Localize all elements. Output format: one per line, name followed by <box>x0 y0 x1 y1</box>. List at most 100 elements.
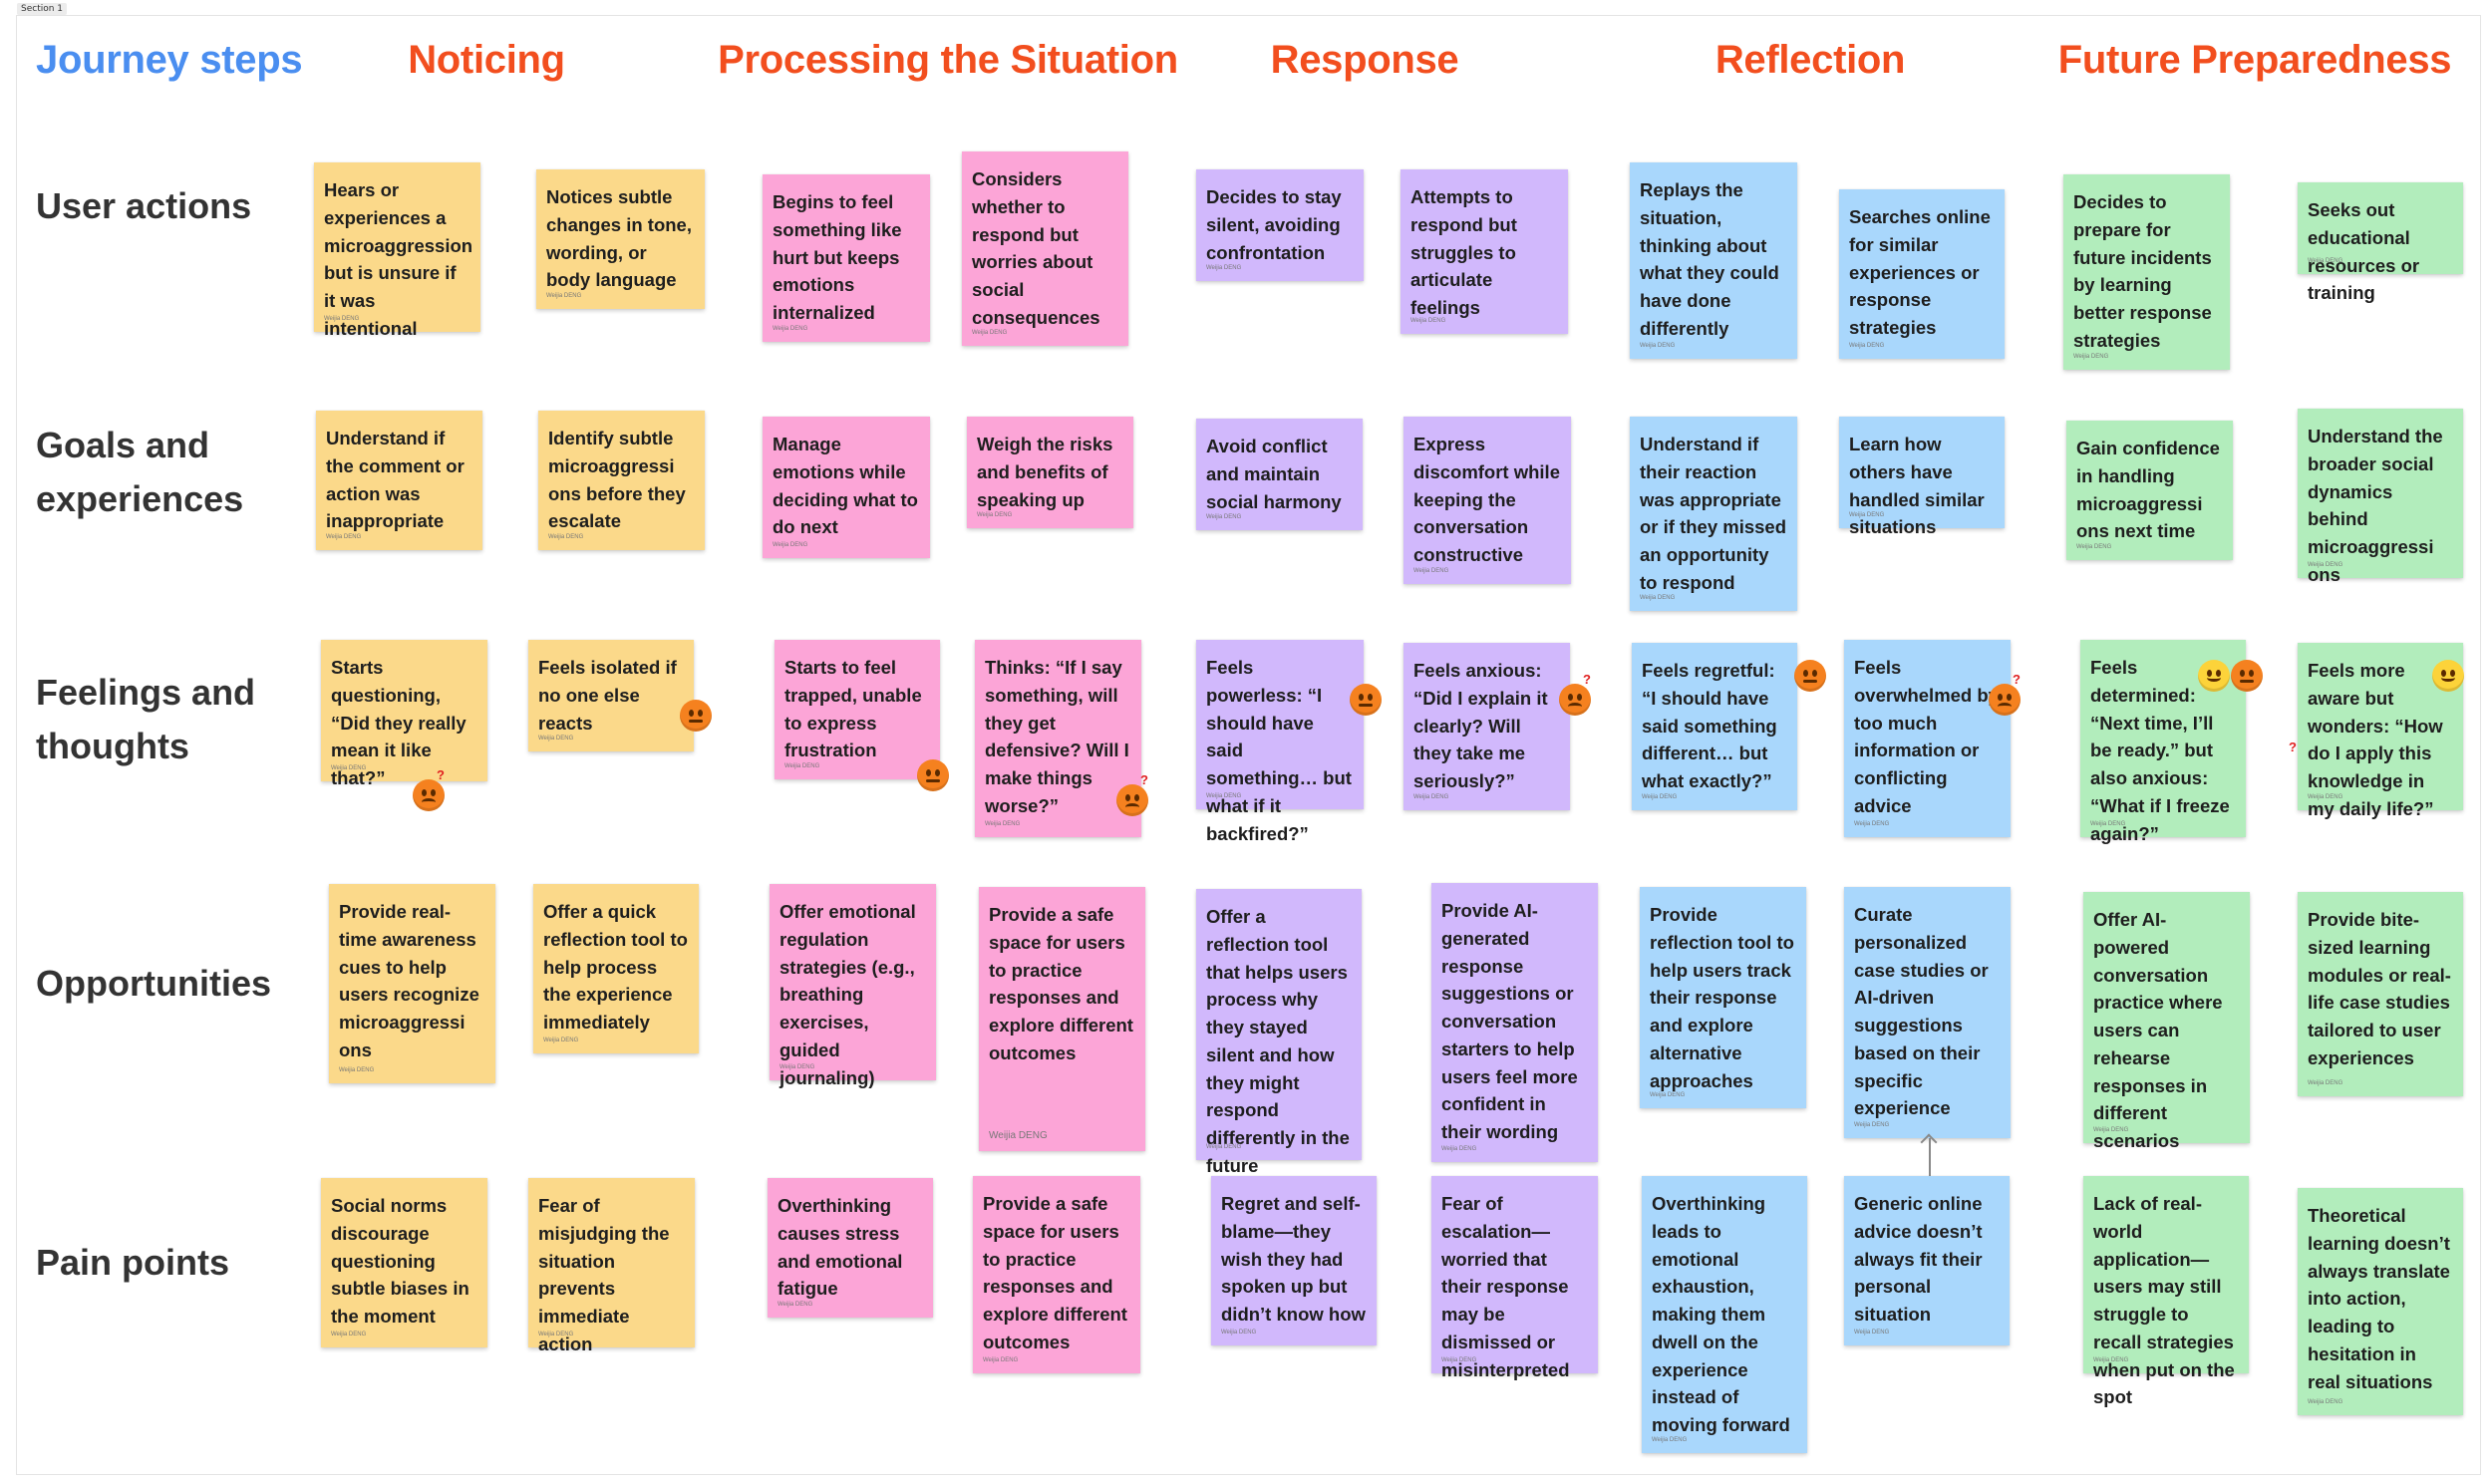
sticky-note[interactable]: Offer emotional regulation strategies (e… <box>770 884 936 1088</box>
sticky-note[interactable]: Provide AI-generated response suggestion… <box>1431 883 1598 1162</box>
sticky-note[interactable]: Fear of misjudging the situation prevent… <box>528 1178 695 1354</box>
neutral-face-emoji-icon[interactable] <box>2231 660 2263 692</box>
sticky-note[interactable]: Decides to stay silent, avoiding confron… <box>1196 169 1364 281</box>
sticky-note[interactable]: Lack of real-world application—users may… <box>2083 1176 2249 1407</box>
sticky-note-text: Attempts to respond but struggles to art… <box>1410 186 1517 318</box>
phase-header-future-preparedness: Future Preparedness <box>2057 38 2452 82</box>
sticky-note[interactable]: Searches online for similar experiences … <box>1839 189 2005 359</box>
frown-emoji-icon[interactable]: ? <box>1989 672 2021 716</box>
sticky-note[interactable]: Feels overwhelmed by too much informatio… <box>1844 640 2011 837</box>
sticky-note[interactable]: Decides to prepare for future incidents … <box>2063 174 2230 370</box>
sticky-note[interactable]: Generic online advice doesn’t always fit… <box>1844 1176 2010 1345</box>
section-label[interactable]: Section 1 <box>17 3 68 15</box>
row-header-user-actions: User actions <box>36 185 252 226</box>
sticky-note-text: Feels overwhelmed by too much informatio… <box>1854 657 1999 816</box>
sticky-note-text: Considers whether to respond but worries… <box>972 168 1100 328</box>
sticky-note[interactable]: Feels anxious: “Did I explain it clearly… <box>1403 643 1570 810</box>
sticky-note-text: Feels isolated if no one else reacts <box>538 657 677 734</box>
sticky-note[interactable]: Social norms discourage questioning subt… <box>321 1178 487 1347</box>
sticky-note[interactable]: Understand the broader social dynamics b… <box>2298 409 2463 585</box>
sticky-note[interactable]: Feels determined: “Next time, I’ll be re… <box>2080 640 2246 844</box>
sticky-note[interactable]: Feels regretful: “I should have said som… <box>1632 643 1797 810</box>
sticky-note[interactable]: Manage emotions while deciding what to d… <box>763 417 930 558</box>
sticky-note-author: Weijia DENG <box>1854 821 1890 827</box>
neutral-face-emoji-icon[interactable] <box>680 700 712 732</box>
sticky-note-text: Curate personalized case studies or AI-d… <box>1854 904 1989 1119</box>
sticky-note-text: Theoretical learning doesn’t always tran… <box>2308 1205 2450 1392</box>
sticky-note[interactable]: Overthinking causes stress and emotional… <box>768 1178 933 1318</box>
sticky-note-text: Provide bite-sized learning modules or r… <box>2308 909 2451 1068</box>
sticky-note[interactable]: Starts questioning, “Did they really mea… <box>321 640 487 788</box>
sticky-note[interactable]: Provide bite-sized learning modules or r… <box>2298 892 2463 1096</box>
sticky-note-author: Weijia DENG <box>1413 568 1449 574</box>
sticky-note-author: Weijia DENG <box>546 293 582 299</box>
sticky-note-author: Weijia DENG <box>548 534 584 540</box>
sticky-note-author: Weijia DENG <box>773 326 808 332</box>
frown-emoji-icon[interactable]: ? <box>1116 772 1148 816</box>
smile-emoji-icon[interactable] <box>2432 660 2464 692</box>
sticky-note-text: Understand if the comment or action was … <box>326 428 465 532</box>
sticky-note-author: Weijia DENG <box>1854 1122 1890 1128</box>
frown-emoji-icon[interactable]: ? <box>413 767 445 811</box>
sticky-note-text: Fear of misjudging the situation prevent… <box>538 1195 670 1354</box>
sticky-note[interactable]: Offer AI-powered conversation practice w… <box>2083 892 2250 1151</box>
sticky-note-text: Feels anxious: “Did I explain it clearly… <box>1413 660 1548 791</box>
neutral-face-emoji-icon[interactable] <box>1350 684 1382 716</box>
neutral-face-emoji-icon[interactable] <box>917 759 949 791</box>
sticky-note-text: Overthinking leads to emotional exhausti… <box>1652 1193 1790 1435</box>
sticky-note[interactable]: Curate personalized case studies or AI-d… <box>1844 887 2011 1138</box>
sticky-note[interactable]: Replays the situation, thinking about wh… <box>1630 162 1797 359</box>
sticky-note-author: Weijia DENG <box>2308 1399 2343 1405</box>
sticky-note[interactable]: Provide a safe space for users to practi… <box>979 887 1145 1151</box>
sticky-note-text: Identify subtle microaggressi ons before… <box>548 428 686 532</box>
sticky-note[interactable]: Avoid conflict and maintain social harmo… <box>1196 419 1363 530</box>
neutral-face-emoji-icon[interactable] <box>1794 660 1826 692</box>
sticky-note[interactable]: Thinks: “If I say something, will they g… <box>975 640 1141 837</box>
sticky-note[interactable]: Starts to feel trapped, unable to expres… <box>775 640 940 779</box>
row-header-pain-points: Pain points <box>36 1242 230 1283</box>
sticky-note[interactable]: Express discomfort while keeping the con… <box>1403 417 1571 584</box>
sticky-note-author: Weijia DENG <box>1441 1357 1477 1363</box>
sticky-note[interactable]: Fear of escalation—worried that their re… <box>1431 1176 1598 1380</box>
sticky-note-text: Feels powerless: “I should have said som… <box>1206 657 1352 844</box>
sticky-note[interactable]: Considers whether to respond but worries… <box>962 151 1128 346</box>
sticky-note-author: Weijia DENG <box>1849 343 1885 349</box>
sticky-note[interactable]: Provide real-time awareness cues to help… <box>329 884 495 1083</box>
sticky-note[interactable]: Learn how others have handled similar si… <box>1839 417 2005 537</box>
sticky-note[interactable]: Seeks out educational resources or train… <box>2298 182 2463 303</box>
sticky-note[interactable]: Overthinking leads to emotional exhausti… <box>1642 1176 1807 1453</box>
sticky-note-author: Weijia DENG <box>972 330 1008 336</box>
smile-emoji-icon[interactable] <box>2198 660 2230 692</box>
connector-arrow[interactable] <box>1929 1138 1931 1176</box>
sticky-note-author: Weijia DENG <box>1640 343 1676 349</box>
sticky-note-text: Starts questioning, “Did they really mea… <box>331 657 467 788</box>
sticky-note-author: Weijia DENG <box>1854 1330 1890 1336</box>
sticky-note[interactable]: Begins to feel something like hurt but k… <box>763 174 930 342</box>
sticky-note[interactable]: Understand if their reaction was appropr… <box>1630 417 1797 611</box>
sticky-note[interactable]: Regret and self-blame—they wish they had… <box>1211 1176 1377 1345</box>
sticky-note[interactable]: Understand if the comment or action was … <box>316 411 482 550</box>
sticky-note[interactable]: Feels powerless: “I should have said som… <box>1196 640 1364 844</box>
sticky-note[interactable]: Weigh the risks and benefits of speaking… <box>967 417 1133 528</box>
sticky-note[interactable]: Offer a quick reflection tool to help pr… <box>533 884 699 1053</box>
journey-steps-title: Journey steps <box>36 38 303 82</box>
frown-emoji-icon[interactable]: ? <box>1559 672 1591 716</box>
phase-header-noticing: Noticing <box>408 38 565 82</box>
sticky-note-text: Provide real-time awareness cues to help… <box>339 901 479 1060</box>
sticky-note-text: Weigh the risks and benefits of speaking… <box>977 434 1113 510</box>
sticky-note-author: Weijia DENG <box>2308 258 2343 264</box>
sticky-note[interactable]: Provide reflection tool to help users tr… <box>1640 887 1806 1108</box>
sticky-note[interactable]: Notices subtle changes in tone, wording,… <box>536 169 705 309</box>
sticky-note[interactable]: Provide a safe space for users to practi… <box>973 1176 1140 1373</box>
sticky-note[interactable]: Identify subtle microaggressi ons before… <box>538 411 705 550</box>
sticky-note[interactable]: Hears or experiences a microaggression b… <box>314 162 480 339</box>
sticky-note[interactable]: Attempts to respond but struggles to art… <box>1401 169 1568 334</box>
sticky-note[interactable]: Offer a reflection tool that helps users… <box>1196 889 1362 1176</box>
sticky-note[interactable]: Theoretical learning doesn’t always tran… <box>2298 1188 2463 1415</box>
sticky-note[interactable]: Gain confidence in handling microaggress… <box>2066 421 2233 560</box>
sticky-note-author: Weijia DENG <box>983 1357 1019 1363</box>
sticky-note-author: Weijia DENG <box>778 1302 813 1308</box>
sticky-note-text: Provide a safe space for users to practi… <box>983 1193 1127 1352</box>
